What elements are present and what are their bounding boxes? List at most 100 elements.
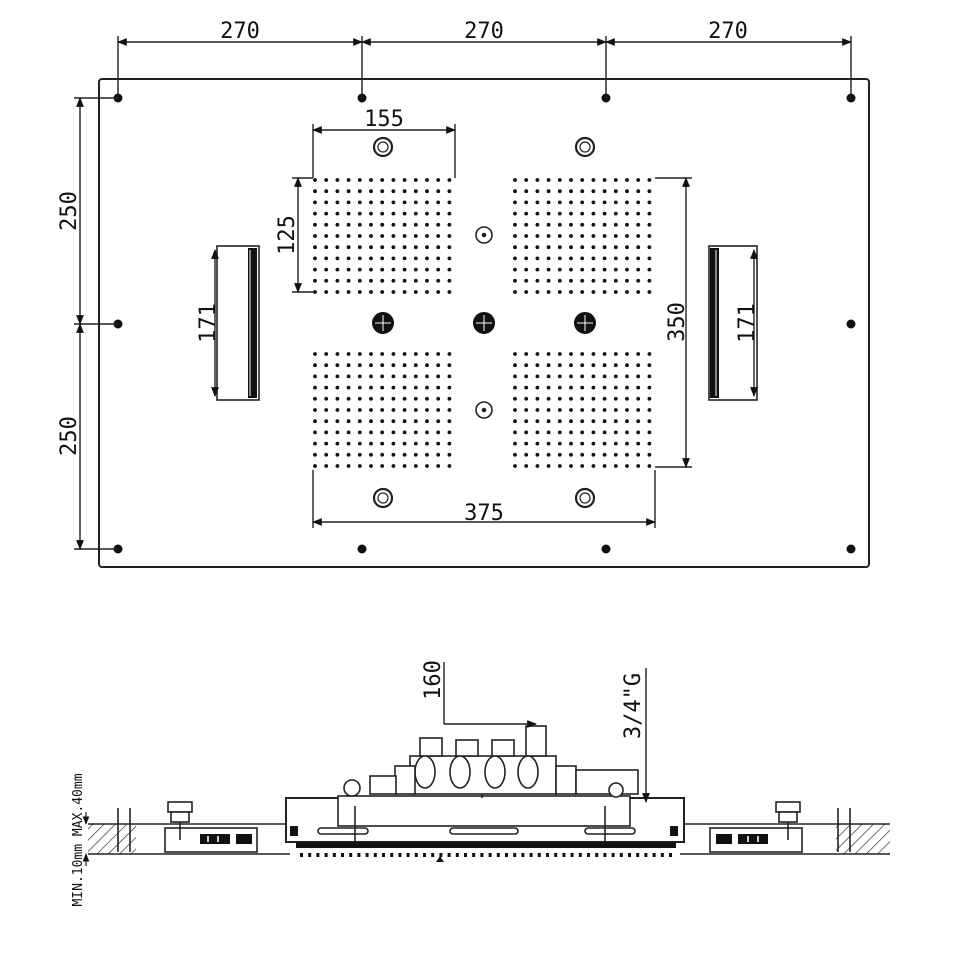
nozzle-dot	[313, 441, 317, 446]
nozzle-dot	[524, 189, 529, 194]
bottom-nozzle	[414, 853, 418, 857]
bottom-nozzle-row	[300, 853, 672, 857]
nozzle-dot	[357, 352, 362, 356]
nozzle-dot	[613, 385, 618, 390]
leader-160	[443, 662, 537, 728]
nozzle-dot	[335, 234, 340, 238]
ring-jets	[372, 136, 596, 509]
left-bracket	[117, 801, 258, 853]
nozzle-dot	[380, 385, 385, 390]
nozzle-dot	[625, 267, 629, 272]
nozzle-dot	[436, 430, 441, 435]
nozzle-dot	[357, 419, 362, 424]
nozzle-dot	[335, 189, 340, 194]
nozzle-dot	[580, 408, 585, 412]
nozzle-dot	[413, 441, 418, 446]
nozzle-dot	[402, 441, 407, 446]
nozzle-dot	[513, 222, 517, 227]
nozzle-dot	[636, 256, 641, 261]
nozzle-dot	[636, 189, 641, 194]
nozzle-dot	[513, 290, 517, 294]
nozzle-dot	[413, 245, 418, 250]
bottom-nozzle	[300, 853, 303, 857]
nozzle-dot	[647, 363, 652, 368]
nozzle-dot	[391, 222, 396, 227]
nozzle-dot	[636, 441, 641, 446]
nozzle-dot	[313, 178, 317, 182]
nozzle-dot	[425, 245, 429, 250]
nozzle-dot	[546, 211, 551, 216]
nozzle-dot	[436, 385, 441, 390]
nozzle-dot	[380, 189, 385, 194]
nozzle-dot	[580, 178, 585, 182]
nozzle-dot	[535, 352, 540, 356]
nozzle-dot	[580, 256, 585, 261]
nozzle-dot	[335, 245, 340, 250]
nozzle-dot	[391, 278, 396, 283]
nozzle-dot	[413, 396, 418, 401]
bottom-nozzle	[636, 853, 640, 857]
nozzle-dot	[591, 408, 596, 412]
bottom-nozzle	[669, 853, 672, 857]
nozzle-dot	[591, 234, 596, 238]
nozzle-dot	[324, 189, 329, 194]
bottom-nozzle	[496, 853, 500, 857]
nozzle-dot	[580, 245, 585, 250]
nozzle-dot	[647, 385, 652, 390]
nozzle-dot	[580, 200, 585, 205]
nozzle-dot	[402, 374, 407, 379]
nozzle-dot	[557, 374, 562, 379]
nozzle-dot	[369, 256, 373, 261]
nozzle-dot	[380, 408, 385, 412]
nozzle-dot	[447, 256, 452, 261]
nozzle-dot	[557, 222, 562, 227]
nozzle-dot	[425, 290, 429, 294]
nozzle-dot	[357, 408, 362, 412]
nozzle-dot	[346, 278, 351, 283]
nozzle-dot	[436, 374, 441, 379]
nozzle-dot	[524, 200, 529, 205]
nozzle-dot	[436, 189, 441, 194]
nozzle-dot	[313, 430, 317, 435]
nozzle-dot	[546, 441, 551, 446]
nozzle-dot	[447, 441, 452, 446]
nozzle-dot	[357, 363, 362, 368]
nozzle-dot	[369, 352, 373, 356]
nozzle-dot	[524, 352, 529, 356]
nozzle-dot	[591, 256, 596, 261]
nozzle-dot	[591, 200, 596, 205]
nozzle-dot	[324, 245, 329, 250]
nozzle-dot	[625, 408, 629, 412]
nozzle-dot	[580, 464, 585, 468]
nozzle-dot	[625, 385, 629, 390]
nozzle-dot	[402, 267, 407, 272]
nozzle-dot	[625, 234, 629, 238]
nozzle-dot	[569, 374, 573, 379]
nozzle-dot	[513, 374, 517, 379]
nozzle-dot	[625, 211, 629, 216]
nozzle-dot	[380, 441, 385, 446]
nozzle-dot	[569, 385, 573, 390]
nozzle-dot	[591, 178, 596, 182]
nozzle-dot	[313, 419, 317, 424]
nozzle-dot	[335, 385, 340, 390]
nozzle-dot	[402, 396, 407, 401]
nozzle-dot	[602, 441, 607, 446]
nozzle-dot	[591, 352, 596, 356]
nozzle-dot	[535, 430, 540, 435]
nozzle-dot	[357, 441, 362, 446]
bottom-nozzle	[660, 853, 664, 857]
nozzle-dot	[569, 419, 573, 424]
nozzle-dot	[335, 419, 340, 424]
nozzle-dot	[357, 222, 362, 227]
dim-valve-box-height: 160	[421, 660, 446, 700]
bottom-nozzle	[373, 853, 377, 857]
nozzle-dot	[413, 256, 418, 261]
nozzle-dot	[413, 363, 418, 368]
nozzle-dot	[557, 408, 562, 412]
nozzle-dot	[391, 430, 396, 435]
nozzle-dot	[557, 419, 562, 424]
bottom-nozzle	[316, 853, 320, 857]
nozzle-dot	[546, 408, 551, 412]
nozzle-dot	[380, 290, 385, 294]
